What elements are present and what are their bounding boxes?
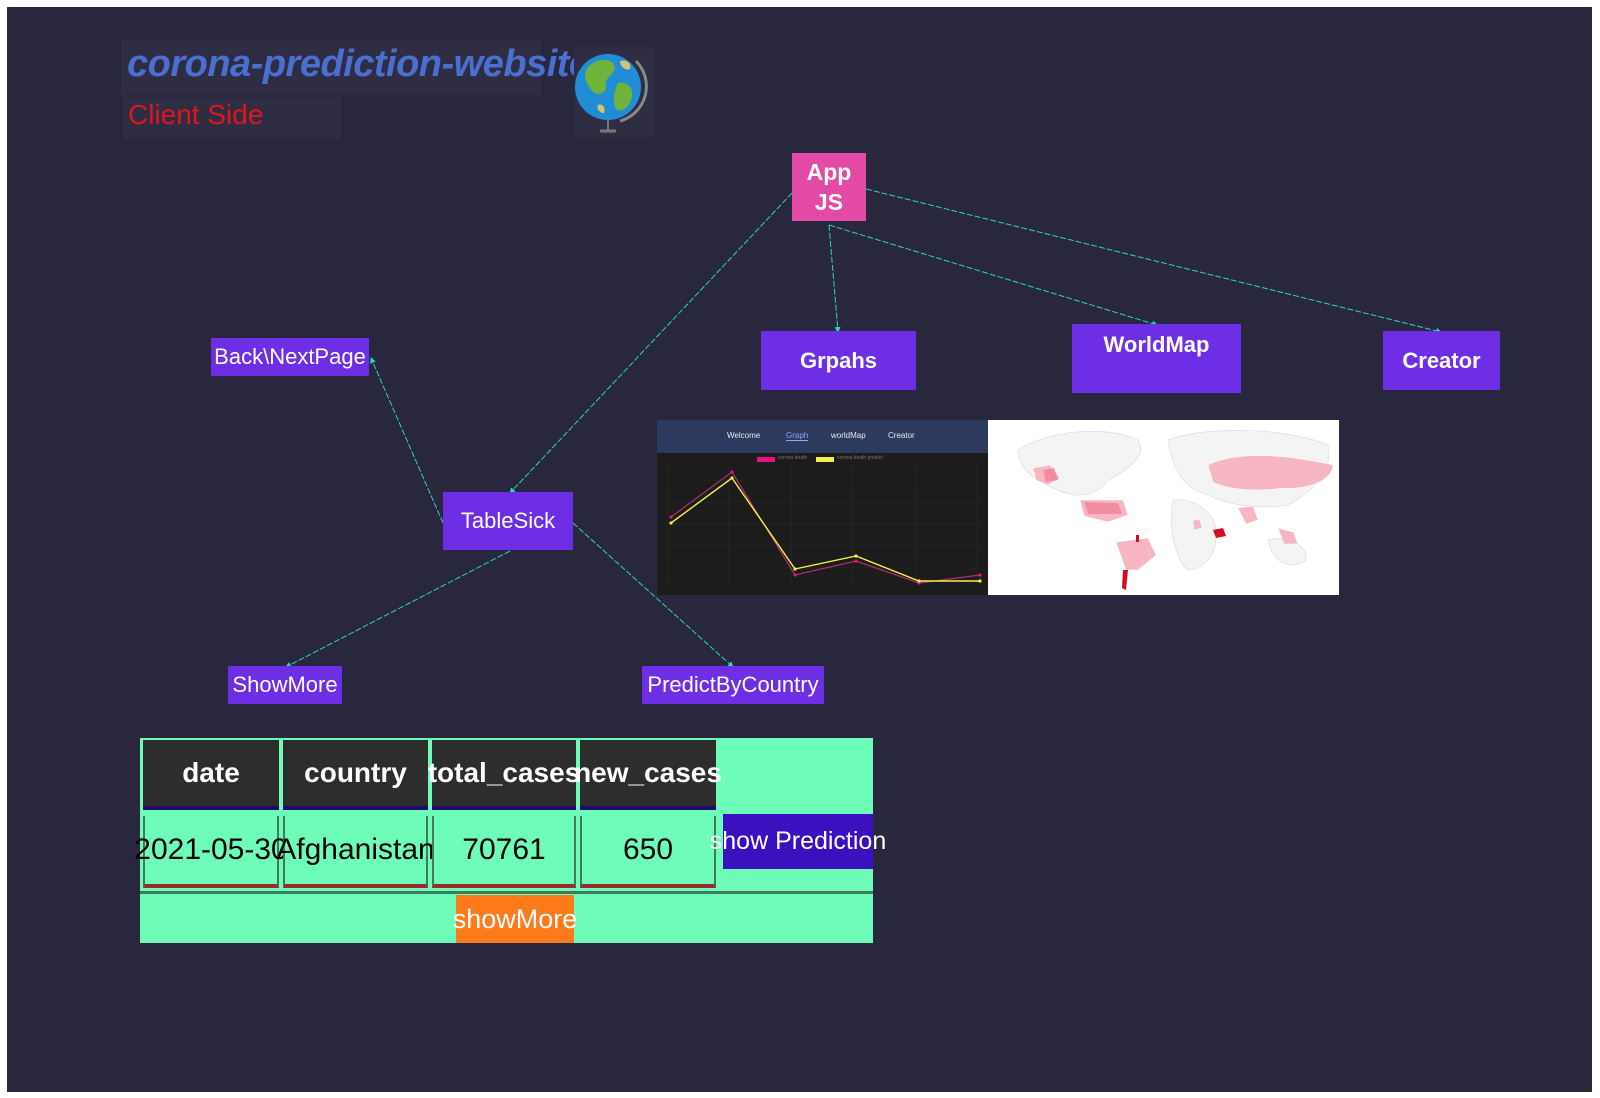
table-cell-new-cases: 650 <box>580 816 716 888</box>
graph-nav-bar: Welcome Graph worldMap Creator <box>657 420 988 453</box>
table-header-country: country <box>283 740 428 810</box>
edge-tablesick-to-predict <box>572 522 734 668</box>
legend-label-death: corona death <box>778 455 808 461</box>
page-subtitle: Client Side <box>128 99 264 130</box>
predict-by-country-node: PredictByCountry <box>642 666 824 704</box>
worldmap-node: WorldMap <box>1072 324 1241 393</box>
legend-label-predict: corona death predict <box>837 455 883 461</box>
edge-app-to-tablesick <box>509 192 793 494</box>
table-cell-country: Afghanistan <box>276 816 435 888</box>
title-background <box>121 40 541 95</box>
graph-screenshot: Welcome Graph worldMap Creator corona de… <box>657 420 988 595</box>
table-screenshot: date country total_cases new_cases 2021-… <box>134 738 886 943</box>
graph-plot <box>666 465 982 585</box>
app-js-line1: App <box>806 159 852 185</box>
page-title: corona-prediction-website <box>127 43 590 85</box>
table-row-separator <box>140 891 873 894</box>
nav-creator: Creator <box>888 431 915 440</box>
table-cell-total-cases: 70761 <box>432 816 576 888</box>
creator-node: Creator <box>1383 331 1500 390</box>
table-sick-node: TableSick <box>443 492 573 550</box>
nav-graph: Graph <box>786 431 809 441</box>
legend-swatch-predict <box>816 457 834 462</box>
grpahs-node: Grpahs <box>761 331 916 390</box>
nav-worldmap: worldMap <box>831 431 866 440</box>
edge-tablesick-to-backnext <box>370 357 444 524</box>
worldmap-screenshot <box>988 420 1339 595</box>
table-header-new-cases: new_cases <box>574 740 722 810</box>
nav-welcome: Welcome <box>727 431 761 440</box>
show-prediction-button[interactable]: show Prediction <box>710 814 886 869</box>
edges-layer <box>285 188 1442 668</box>
back-next-page-node: Back\NextPage <box>211 338 369 376</box>
globe-icon <box>574 47 654 137</box>
edge-app-to-worldmap <box>828 224 1158 327</box>
subtitle-background <box>123 97 341 139</box>
show-more-node: ShowMore <box>228 666 342 704</box>
table-header-date: date <box>143 740 279 810</box>
edge-tablesick-to-showmore <box>285 550 511 668</box>
edge-app-to-creator <box>865 188 1442 334</box>
world-map <box>1017 430 1334 590</box>
app-js-line2: JS <box>814 189 844 215</box>
legend-swatch-death <box>757 457 775 462</box>
app-js-node: App JS <box>792 153 866 221</box>
show-more-button[interactable]: showMore <box>453 895 577 943</box>
diagram-canvas: corona-prediction-website Client Side Ap… <box>7 7 1592 1092</box>
table-cell-date: 2021-05-30 <box>134 816 288 888</box>
table-header-total-cases: total_cases <box>428 740 580 810</box>
edge-app-to-grpahs <box>828 224 841 333</box>
